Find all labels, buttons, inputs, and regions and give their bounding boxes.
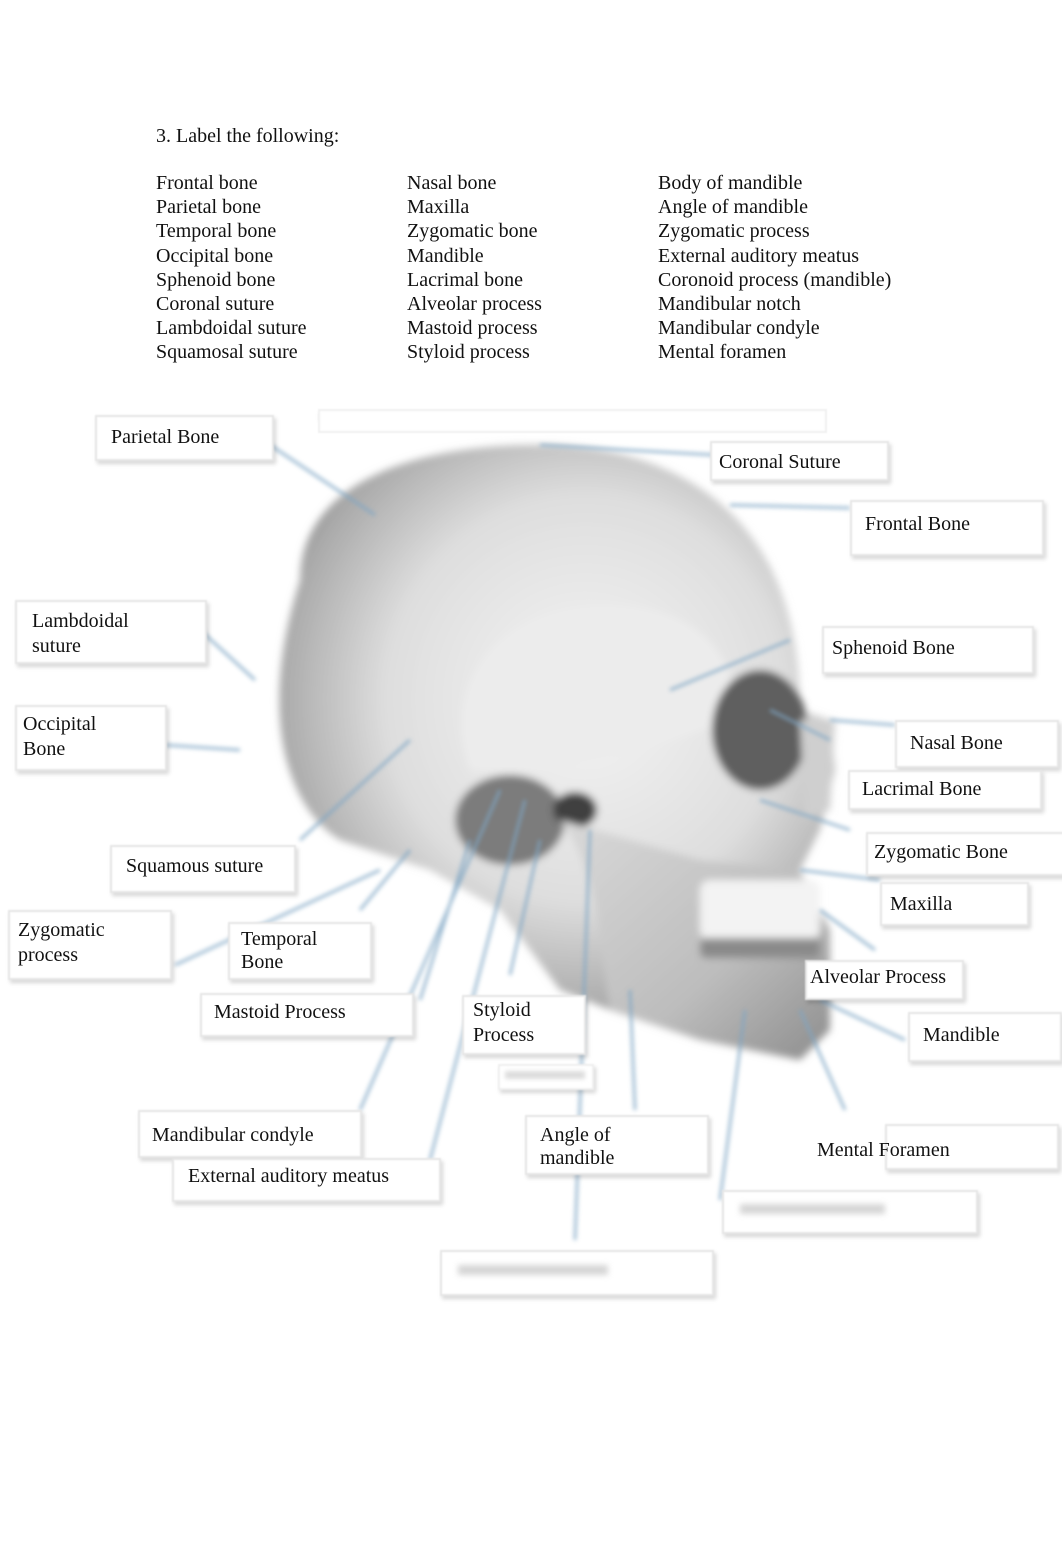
term-item: Nasal bone: [407, 172, 497, 194]
label-box-mental-foramen: [885, 1124, 1059, 1170]
label-parietal-bone: Parietal Bone: [111, 426, 220, 448]
label-alveolar-process: Alveolar Process: [810, 966, 947, 988]
label-box-coronal: [710, 441, 889, 481]
term-item: Zygomatic process: [658, 220, 810, 243]
label-box-external-auditory: [172, 1158, 441, 1202]
label-box-angle: [525, 1115, 709, 1175]
label-squamous-suture: Squamous suture: [126, 855, 264, 877]
label-box-squamous: [110, 845, 296, 893]
label-occipital-line1: Occipital: [23, 713, 97, 735]
term-item: Maxilla: [407, 196, 470, 219]
term-item: Lacrimal bone: [407, 268, 524, 291]
label-occipital-line2: Bone: [23, 738, 66, 760]
label-box-frontal: [850, 500, 1044, 556]
label-angle-line1: Angle of: [540, 1124, 611, 1146]
term-item: Coronoid process (mandible): [658, 268, 892, 291]
instruction-heading: 3. Label the following:: [156, 125, 340, 147]
label-box-sphenoid: [822, 626, 1034, 674]
label-box-lambdoidal: [15, 600, 207, 664]
label-box-styloid: [462, 995, 586, 1055]
label-box-zygomatic-bone: [866, 832, 1062, 876]
term-item: Coronal suture: [156, 293, 275, 316]
term-item: Frontal bone: [156, 172, 258, 194]
term-item: Mental foramen: [658, 341, 787, 364]
term-item: Mandible: [407, 244, 484, 267]
label-mandible: Mandible: [923, 1024, 1000, 1046]
label-box-mandible: [908, 1012, 1062, 1062]
label-box-maxilla: [880, 882, 1029, 926]
label-external-auditory-meatus: External auditory meatus: [188, 1165, 390, 1187]
term-item: Mandibular notch: [658, 293, 801, 316]
term-item: Lambdoidal suture: [156, 317, 307, 340]
blurred-text-body: [740, 1204, 885, 1214]
label-lacrimal-bone: Lacrimal Bone: [862, 778, 982, 800]
blurred-text-center: [505, 1071, 585, 1079]
label-box-occipital: [15, 705, 167, 771]
label-box-alveolar: [805, 960, 964, 1000]
term-item: Parietal bone: [156, 196, 261, 219]
term-item: Mastoid process: [407, 317, 538, 340]
label-box-temporal: [228, 922, 372, 980]
label-temporal-line2: Bone: [241, 951, 284, 973]
term-item: Body of mandible: [658, 172, 803, 194]
term-item: Temporal bone: [156, 220, 277, 243]
term-item: Angle of mandible: [658, 196, 808, 219]
label-temporal-line1: Temporal: [241, 928, 318, 950]
label-box-mandibular-condyle: [138, 1110, 362, 1158]
label-mental-foramen: Mental Foramen: [817, 1139, 950, 1161]
label-lambdoidal-line2: suture: [32, 635, 81, 657]
term-item: Sphenoid bone: [156, 268, 276, 291]
label-nasal-bone: Nasal Bone: [910, 732, 1003, 754]
term-item: Styloid process: [407, 341, 530, 364]
term-item: External auditory meatus: [658, 244, 860, 267]
blurred-text-notch: [458, 1265, 608, 1275]
term-item: Zygomatic bone: [407, 220, 538, 243]
label-box-nasal: [895, 720, 1059, 768]
label-zygomatic-process-line2: process: [18, 944, 78, 966]
label-sphenoid-bone: Sphenoid Bone: [832, 637, 955, 659]
label-coronal-suture: Coronal Suture: [719, 451, 841, 473]
label-box-parietal: [95, 415, 274, 461]
label-maxilla: Maxilla: [890, 893, 953, 915]
label-frontal-bone: Frontal Bone: [865, 513, 970, 535]
label-box-caption-top: [318, 409, 827, 433]
label-zygomatic-process-line1: Zygomatic: [18, 919, 105, 941]
term-item: Mandibular condyle: [658, 317, 820, 340]
term-item: Occipital bone: [156, 244, 274, 267]
label-lambdoidal-line1: Lambdoidal: [32, 610, 129, 632]
label-mandibular-condyle: Mandibular condyle: [152, 1124, 314, 1146]
label-box-zygomatic-process: [8, 910, 172, 980]
label-mastoid-process: Mastoid Process: [214, 1001, 346, 1023]
term-item: Squamosal suture: [156, 341, 298, 364]
skull-illustration: [164, 412, 906, 1241]
label-styloid-line1: Styloid: [473, 999, 531, 1021]
term-item: Alveolar process: [407, 293, 542, 316]
label-angle-line2: mandible: [540, 1147, 615, 1169]
label-zygomatic-bone: Zygomatic Bone: [874, 841, 1008, 863]
label-box-mastoid: [200, 993, 414, 1037]
label-styloid-line2: Process: [473, 1024, 535, 1046]
label-box-lacrimal: [848, 770, 1042, 810]
